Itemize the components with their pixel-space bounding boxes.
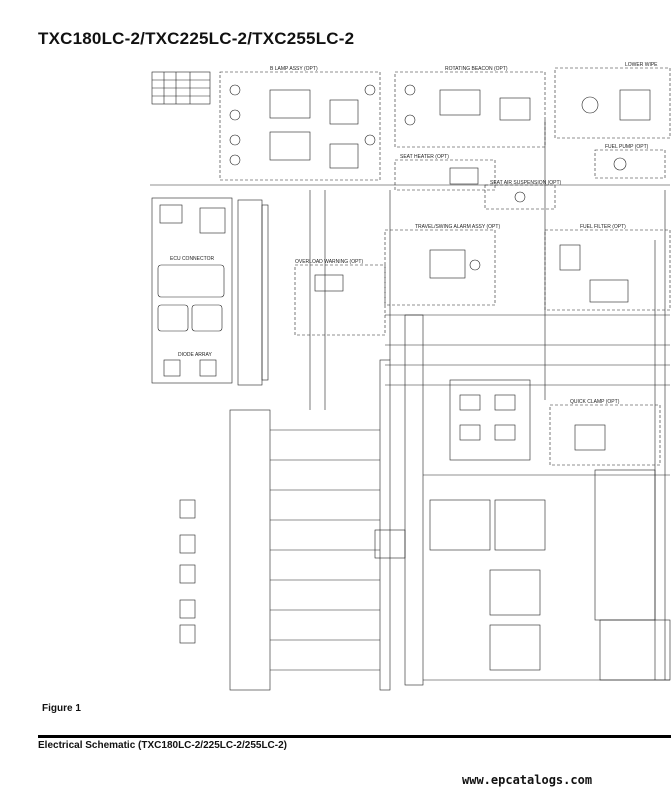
diode-array-label: DIODE ARRAY xyxy=(178,352,212,358)
watermark: www.epcatalogs.com xyxy=(462,773,593,787)
seat-air-suspension-label: SEAT AIR SUSPENSION (OPT) xyxy=(490,180,562,186)
lamp-assy-label: B LAMP ASSY (OPT) xyxy=(270,66,318,72)
ecu-connector-label: ECU CONNECTOR xyxy=(170,256,214,262)
seat-heater-label: SEAT HEATER (OPT) xyxy=(400,154,449,160)
page-title: TXC180LC-2/TXC225LC-2/TXC255LC-2 xyxy=(38,29,355,48)
fuel-pump-label: FUEL PUMP (OPT) xyxy=(605,144,649,150)
fuel-filter-label: FUEL FILTER (OPT) xyxy=(580,224,626,230)
lower-wiper-label: LOWER WIPE xyxy=(625,62,658,68)
figure-label: Figure 1 xyxy=(42,703,81,714)
overload-warning-label: OVERLOAD WARNING (OPT) xyxy=(295,259,363,265)
quick-clamp-label: QUICK CLAMP (OPT) xyxy=(570,399,620,405)
figure-caption: Electrical Schematic (TXC180LC-2/225LC-2… xyxy=(38,740,287,751)
caption-rule xyxy=(38,735,671,738)
travel-swing-alarm-label: TRAVEL/SWING ALARM ASSY (OPT) xyxy=(415,224,500,230)
electrical-schematic: B LAMP ASSY (OPT) ROTATING BEACON (OPT) … xyxy=(150,62,671,691)
rotating-beacon-label: ROTATING BEACON (OPT) xyxy=(445,66,508,72)
